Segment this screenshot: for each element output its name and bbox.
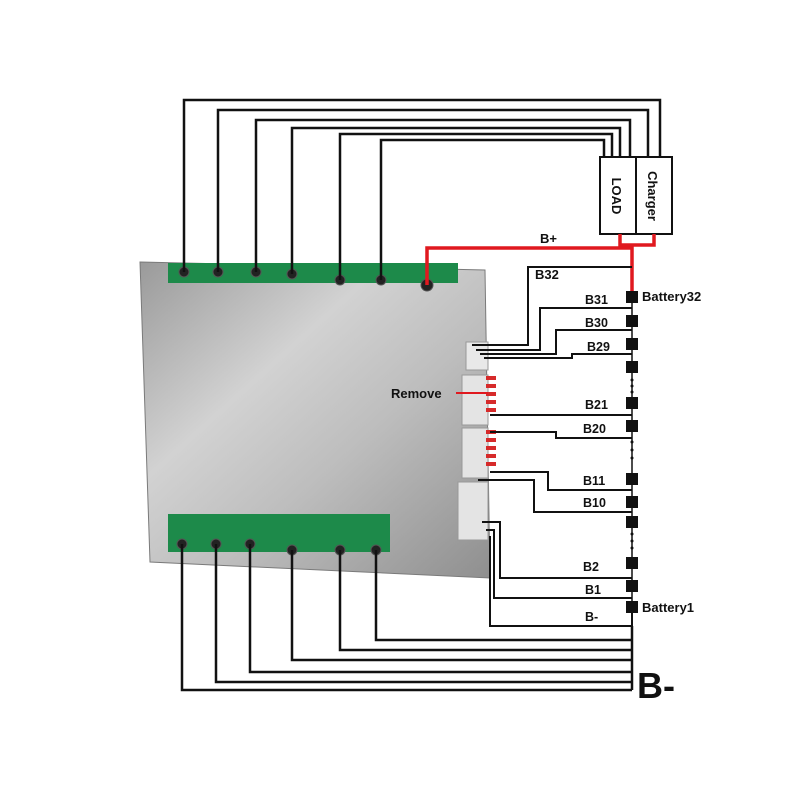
- positive-wires: [425, 234, 656, 298]
- connector-block-lower: [457, 481, 489, 541]
- b32-label: B32: [535, 267, 559, 282]
- b-minus-big-label: B-: [637, 665, 675, 706]
- connector-block-upper: [465, 341, 489, 371]
- top-terminals: [178, 266, 434, 292]
- load-label: LOAD: [609, 178, 624, 215]
- b29-label: B29: [587, 340, 610, 354]
- cell-b21: [626, 397, 638, 409]
- battery32-label: Battery32: [642, 289, 701, 304]
- b10-label: B10: [583, 496, 606, 510]
- b2-label: B2: [583, 560, 599, 574]
- b-minus-small-label: B-: [585, 610, 598, 624]
- cell-b9: [626, 516, 638, 528]
- cell-b31: [626, 315, 638, 327]
- bottom-negative-wires: [180, 544, 634, 692]
- b21-label: B21: [585, 398, 608, 412]
- connector-block-middle-2: [461, 427, 489, 479]
- bottom-pcb-strip: [168, 514, 390, 552]
- remove-label: Remove: [391, 386, 442, 401]
- charger-box: Charger: [635, 156, 673, 235]
- b11-label: B11: [583, 474, 605, 488]
- b31-label: B31: [585, 293, 608, 307]
- b30-label: B30: [585, 316, 608, 330]
- connector-block-middle-1: [461, 374, 489, 426]
- b20-label: B20: [583, 422, 606, 436]
- cell-string: [626, 291, 638, 622]
- charger-label: Charger: [645, 171, 660, 221]
- cell-b2: [626, 557, 638, 569]
- cell-b10: [626, 496, 638, 508]
- top-pcb-strip: [168, 263, 458, 283]
- ellipsis-dots: [630, 378, 634, 550]
- load-box: LOAD: [599, 156, 637, 235]
- balance-wires: [472, 266, 633, 627]
- cell-b20: [626, 420, 638, 432]
- bms-board: [139, 261, 496, 579]
- cell-b-minus: [626, 601, 638, 613]
- cell-b32: [626, 291, 638, 303]
- cell-b1: [626, 580, 638, 592]
- battery1-label: Battery1: [642, 600, 694, 615]
- cell-b30: [626, 338, 638, 350]
- cell-b29: [626, 361, 638, 373]
- b1-label: B1: [585, 583, 601, 597]
- b-plus-label: B+: [540, 231, 557, 246]
- cell-b11: [626, 473, 638, 485]
- top-negative-wires: [182, 98, 662, 280]
